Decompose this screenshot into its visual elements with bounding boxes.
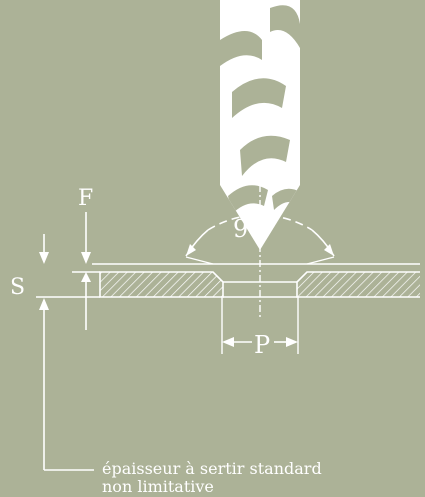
f-dimension: F — [72, 186, 100, 330]
angle-arc — [207, 214, 313, 231]
angle-label: 90° — [233, 215, 276, 243]
p-label: P — [254, 331, 270, 359]
p-arrow-left — [222, 337, 234, 347]
f-arrow-top — [81, 252, 91, 264]
drill-bit-flutes — [220, 5, 300, 214]
sheet-hatch-left — [100, 272, 223, 297]
angle-arrow-left — [186, 244, 196, 256]
note-line-1: épaisseur à sertir standard — [102, 459, 322, 478]
angle-arrow-right — [324, 244, 334, 256]
sheet-outline-left — [99, 271, 224, 298]
f-arrow-bottom — [81, 272, 91, 282]
s-arrow-bottom — [39, 298, 49, 310]
note-line-2: non limitative — [102, 477, 214, 496]
s-arrow-top — [39, 252, 49, 264]
countersink-face-left — [185, 256, 214, 265]
p-arrow-right — [286, 337, 298, 347]
sheet-hatch-right — [297, 272, 420, 297]
drill-bit — [220, 0, 300, 320]
p-dimension: P — [221, 297, 299, 359]
f-label: F — [78, 186, 93, 211]
countersink-face-right — [306, 256, 335, 265]
drill-bit-body — [220, 0, 300, 250]
s-label: S — [10, 275, 25, 300]
angle-dimension: 90° — [185, 214, 335, 265]
s-dimension: S — [10, 234, 100, 471]
sheet-section — [92, 263, 420, 298]
